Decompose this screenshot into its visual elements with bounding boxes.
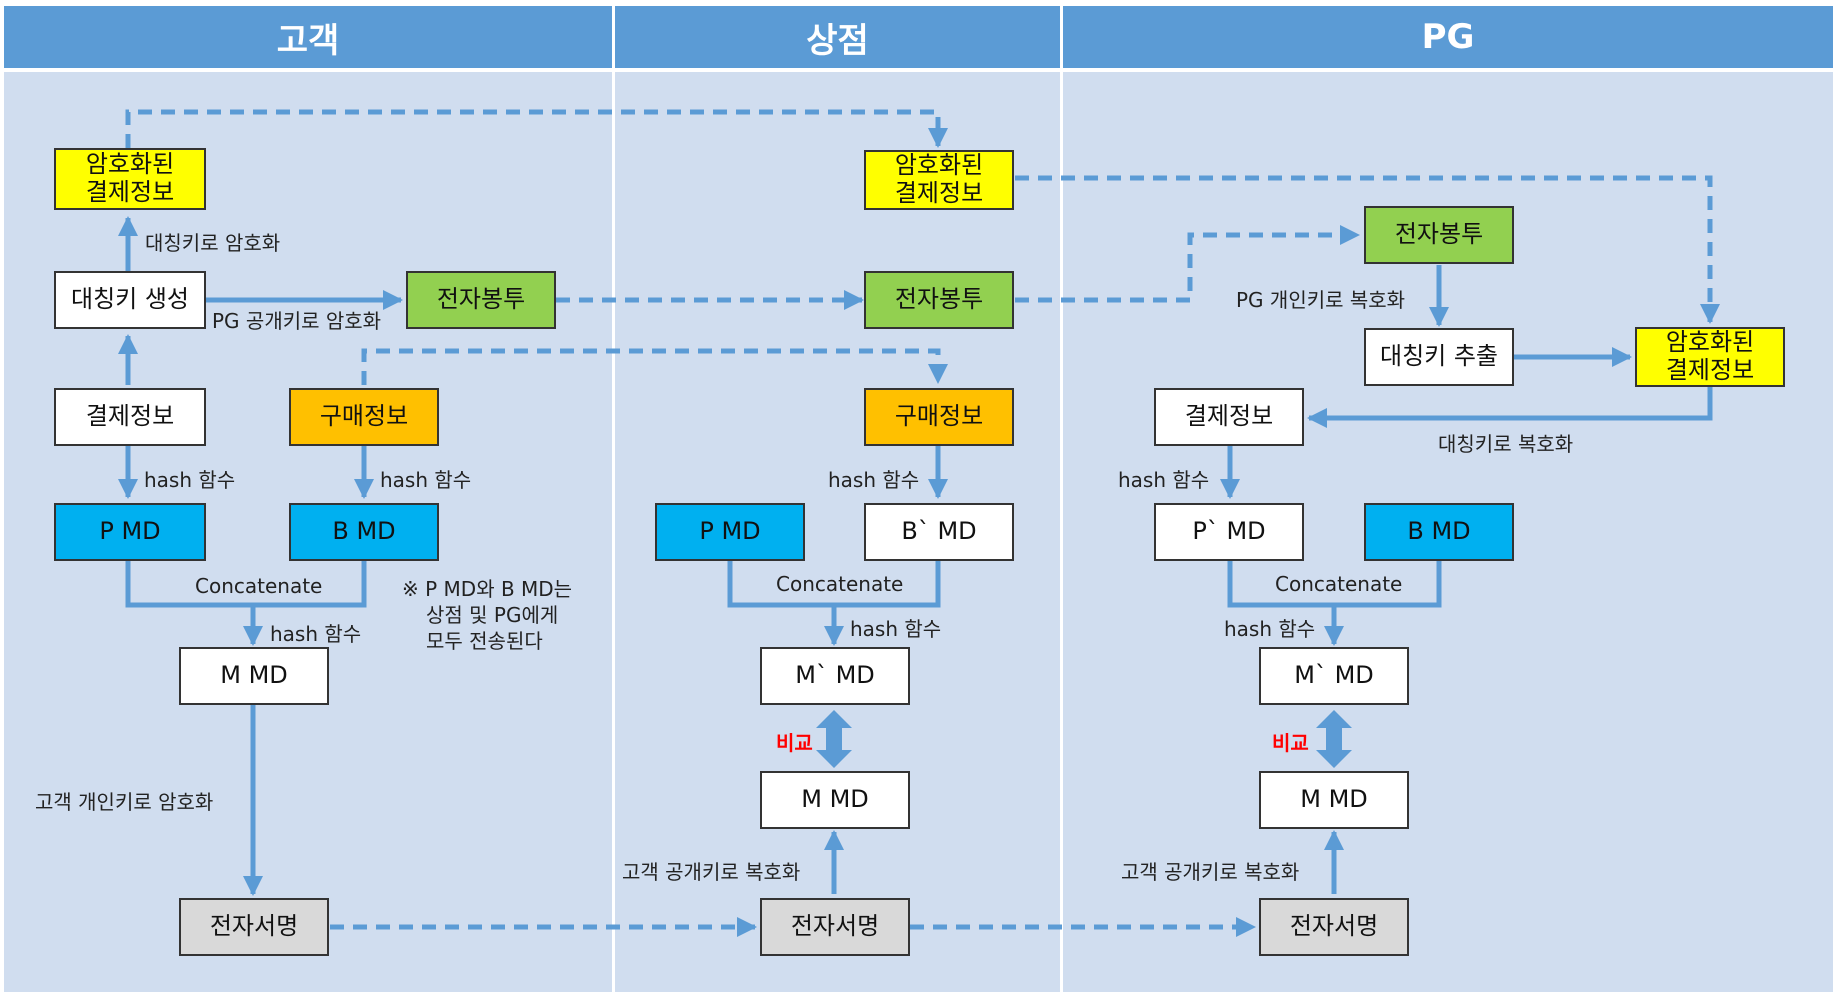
label-symmetric-encrypt: 대칭키로 암호화 <box>145 231 281 255</box>
merchant-b-prime-md: B` MD <box>864 503 1014 561</box>
box-text: P MD <box>99 517 161 546</box>
box-text: P` MD <box>1192 517 1266 546</box>
box-text: 전자서명 <box>1289 912 1379 941</box>
label-compare-merchant: 비교 <box>776 731 813 755</box>
label-pg-symmetric-decrypt: 대칭키로 복호화 <box>1438 432 1574 456</box>
concat-customer <box>125 561 367 608</box>
arrow-p-encinfo-to-payinfo <box>1307 387 1713 428</box>
note-line-1: ※ P MD와 B MD는 <box>402 577 573 601</box>
header-customer: 고객 <box>4 6 612 68</box>
box-text: 구매정보 <box>319 402 409 431</box>
customer-purchase-info: 구매정보 <box>289 388 439 446</box>
customer-symmetric-key-generation: 대칭키 생성 <box>54 271 206 329</box>
box-text: 전자서명 <box>209 912 299 941</box>
customer-p-md: P MD <box>54 503 206 561</box>
box-text: M` MD <box>1294 661 1374 690</box>
pg-payment-info: 결제정보 <box>1154 388 1304 446</box>
box-text: 암호화된 결제정보 <box>85 150 175 206</box>
header-merchant: 상점 <box>615 6 1060 68</box>
header-pg: PG <box>1063 6 1833 68</box>
merchant-purchase-info: 구매정보 <box>864 388 1014 446</box>
customer-m-md: M MD <box>179 647 329 705</box>
label-m-hash-concat: hash 함수 <box>850 617 942 641</box>
box-text: 전자봉투 <box>436 285 526 314</box>
pg-b-md: B MD <box>1364 503 1514 561</box>
dash-encinfo-to-merchant <box>125 109 948 148</box>
merchant-encrypted-payment-info: 암호화된 결제정보 <box>864 150 1014 210</box>
dash-purchase-to-merchant <box>361 348 948 385</box>
customer-digital-signature: 전자서명 <box>179 898 329 956</box>
box-text: 전자봉투 <box>894 285 984 314</box>
label-hash-purchase: hash 함수 <box>380 468 472 492</box>
label-m-hash-purchase: hash 함수 <box>828 468 920 492</box>
merchant-m-prime-md: M` MD <box>760 647 910 705</box>
customer-digital-envelope: 전자봉투 <box>406 271 556 329</box>
box-text: 대칭키 추출 <box>1379 342 1499 371</box>
box-text: 전자봉투 <box>1394 220 1484 249</box>
label-hash-payinfo: hash 함수 <box>144 468 236 492</box>
label-m-customer-public-decrypt: 고객 공개키로 복호화 <box>622 860 801 884</box>
merchant-digital-envelope: 전자봉투 <box>864 271 1014 329</box>
customer-b-md: B MD <box>289 503 439 561</box>
box-text: 결제정보 <box>85 402 175 431</box>
merchant-digital-signature: 전자서명 <box>760 898 910 956</box>
pg-m-md: M MD <box>1259 771 1409 829</box>
box-text: 전자서명 <box>790 912 880 941</box>
box-text: 암호화된 결제정보 <box>1665 328 1755 384</box>
dash-m-envelope-to-pg <box>1015 225 1360 303</box>
pg-digital-envelope: 전자봉투 <box>1364 206 1514 264</box>
merchant-p-md: P MD <box>655 503 805 561</box>
pg-encrypted-payment-info: 암호화된 결제정보 <box>1635 327 1785 387</box>
pg-p-prime-md: P` MD <box>1154 503 1304 561</box>
customer-encrypted-payment-info: 암호화된 결제정보 <box>54 148 206 210</box>
label-p-hash-concat: hash 함수 <box>1224 617 1316 641</box>
customer-payment-info: 결제정보 <box>54 388 206 446</box>
pg-m-prime-md: M` MD <box>1259 647 1409 705</box>
label-compare-pg: 비교 <box>1272 731 1309 755</box>
box-text: M MD <box>220 661 288 690</box>
label-p-hash-payinfo: hash 함수 <box>1118 468 1210 492</box>
label-pg-public-encrypt: PG 공개키로 암호화 <box>212 309 382 333</box>
box-text: 결제정보 <box>1184 402 1274 431</box>
box-text: M MD <box>1300 785 1368 814</box>
box-text: 대칭키 생성 <box>70 285 190 314</box>
label-hash-concat-customer: hash 함수 <box>270 622 362 646</box>
label-p-customer-public-decrypt: 고객 공개키로 복호화 <box>1121 860 1300 884</box>
label-pg-private-decrypt: PG 개인키로 복호화 <box>1236 288 1406 312</box>
dash-m-encinfo-to-pg <box>1015 175 1720 324</box>
compare-arrow-merchant <box>816 710 852 768</box>
note-line-3: 모두 전송된다 <box>426 629 543 653</box>
box-text: 구매정보 <box>894 402 984 431</box>
box-text: M` MD <box>795 661 875 690</box>
compare-arrow-pg <box>1316 710 1352 768</box>
label-concatenate-customer: Concatenate <box>195 574 323 598</box>
label-concatenate-merchant: Concatenate <box>776 572 904 596</box>
pg-digital-signature: 전자서명 <box>1259 898 1409 956</box>
box-text: B MD <box>332 517 396 546</box>
box-text: P MD <box>699 517 761 546</box>
merchant-m-md: M MD <box>760 771 910 829</box>
pg-symmetric-key-extraction: 대칭키 추출 <box>1364 328 1514 386</box>
label-concatenate-pg: Concatenate <box>1275 572 1403 596</box>
box-text: M MD <box>801 785 869 814</box>
box-text: B MD <box>1407 517 1471 546</box>
box-text: B` MD <box>901 517 977 546</box>
label-customer-private-encrypt: 고객 개인키로 암호화 <box>35 790 214 814</box>
note-md-transmission: ※ P MD와 B MD는 상점 및 PG에게 모두 전송된다 <box>402 576 572 654</box>
box-text: 암호화된 결제정보 <box>894 151 984 207</box>
note-line-2: 상점 및 PG에게 <box>426 603 559 627</box>
